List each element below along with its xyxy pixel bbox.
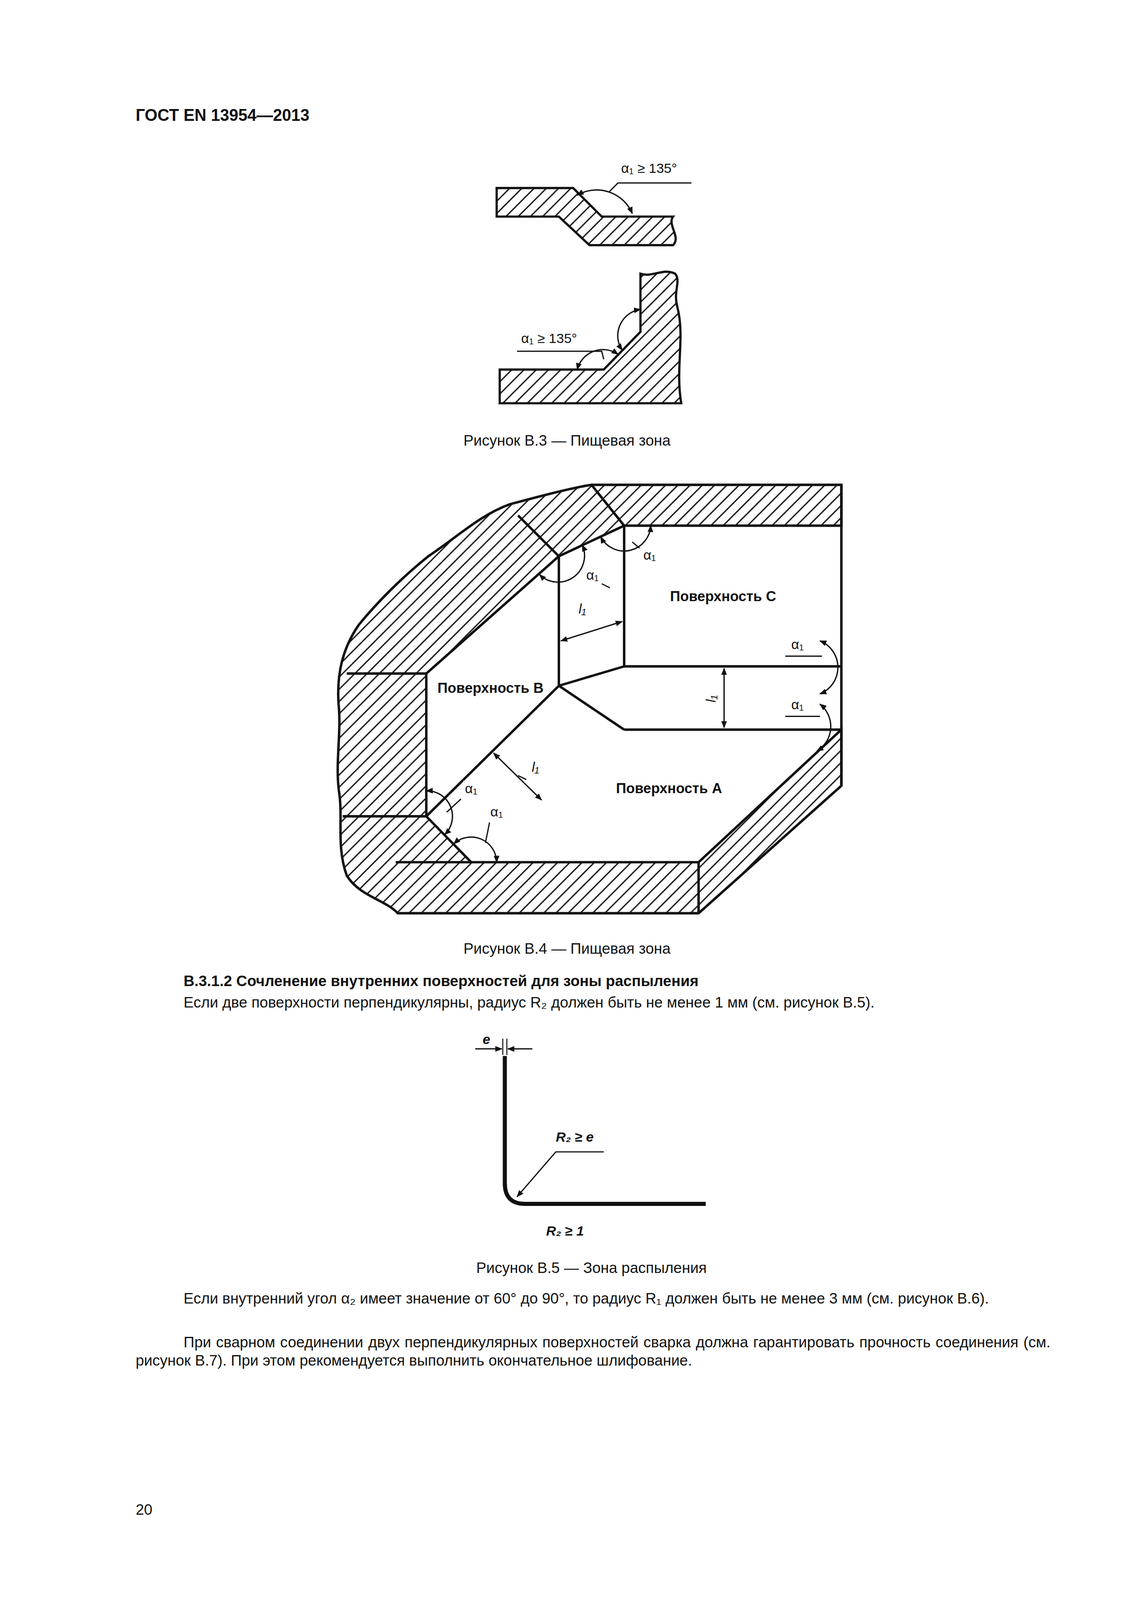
- page-header: ГОСТ EN 13954—2013: [135, 105, 310, 125]
- wall-edges: [342, 484, 842, 914]
- hatched-section: [499, 271, 682, 404]
- sheet-profile: [504, 1055, 706, 1204]
- dimension-arrow: [475, 1047, 502, 1050]
- surface-label: Поверхность C: [669, 588, 777, 605]
- hatched-wall: [337, 484, 842, 914]
- angle-arc: [617, 309, 641, 350]
- hatched-section: [496, 187, 676, 245]
- angle-label: α₁ ≥ 135°: [621, 160, 678, 177]
- angle-label: α₁ ≥ 135°: [521, 330, 578, 347]
- angle-arc: [577, 189, 633, 214]
- page-number: 20: [135, 1500, 153, 1519]
- dimension-label: R₂ ≥ e: [555, 1129, 594, 1146]
- dimension-label: l₁: [702, 695, 719, 703]
- extension-lines: [502, 1038, 507, 1055]
- angle-arc: [577, 349, 618, 370]
- dimension-label: e: [482, 1031, 491, 1048]
- body-paragraph: При сварном соединении двух перпендикуля…: [135, 1333, 1051, 1370]
- surface-label: Поверхность B: [437, 680, 544, 697]
- figure-b3-top: [496, 182, 692, 245]
- body-text: Если две поверхности перпендикулярны, ра…: [183, 993, 875, 1012]
- angle-label: α₁: [642, 546, 658, 563]
- angle-arcs: [426, 525, 839, 862]
- angle-label: α₁: [585, 567, 601, 584]
- dimension-label: l₁: [578, 601, 587, 618]
- figure-caption: Рисунок В.5 — Зона распыления: [476, 1259, 707, 1277]
- surface-label: Поверхность A: [616, 780, 723, 797]
- dimension-label: R₂ ≥ 1: [545, 1223, 584, 1240]
- leader-line: [517, 1151, 604, 1197]
- angle-label: α₁: [789, 636, 805, 653]
- figure-b3-bottom: [499, 271, 682, 404]
- angle-label: α₁: [789, 696, 805, 713]
- dimension-label: l₁: [531, 758, 540, 775]
- angle-label: α₁: [488, 804, 504, 820]
- leader-line: [608, 182, 692, 192]
- figure-caption: Рисунок В.4 — Пищевая зона: [463, 939, 671, 958]
- figure-b5: [475, 1038, 706, 1204]
- figure-b4: [337, 484, 842, 914]
- figure-caption: Рисунок В.3 — Пищевая зона: [463, 431, 671, 450]
- angle-label: α₁: [463, 780, 479, 797]
- section-heading: В.3.1.2 Сочленение внутренних поверхност…: [183, 972, 699, 990]
- cavity-edges: [426, 525, 842, 816]
- leader-line: [517, 351, 604, 360]
- dimension-arrow: [508, 1047, 533, 1050]
- dimension-lines: [493, 621, 724, 800]
- body-paragraph: Если внутренний угол α₂ имеет значение о…: [135, 1289, 1051, 1308]
